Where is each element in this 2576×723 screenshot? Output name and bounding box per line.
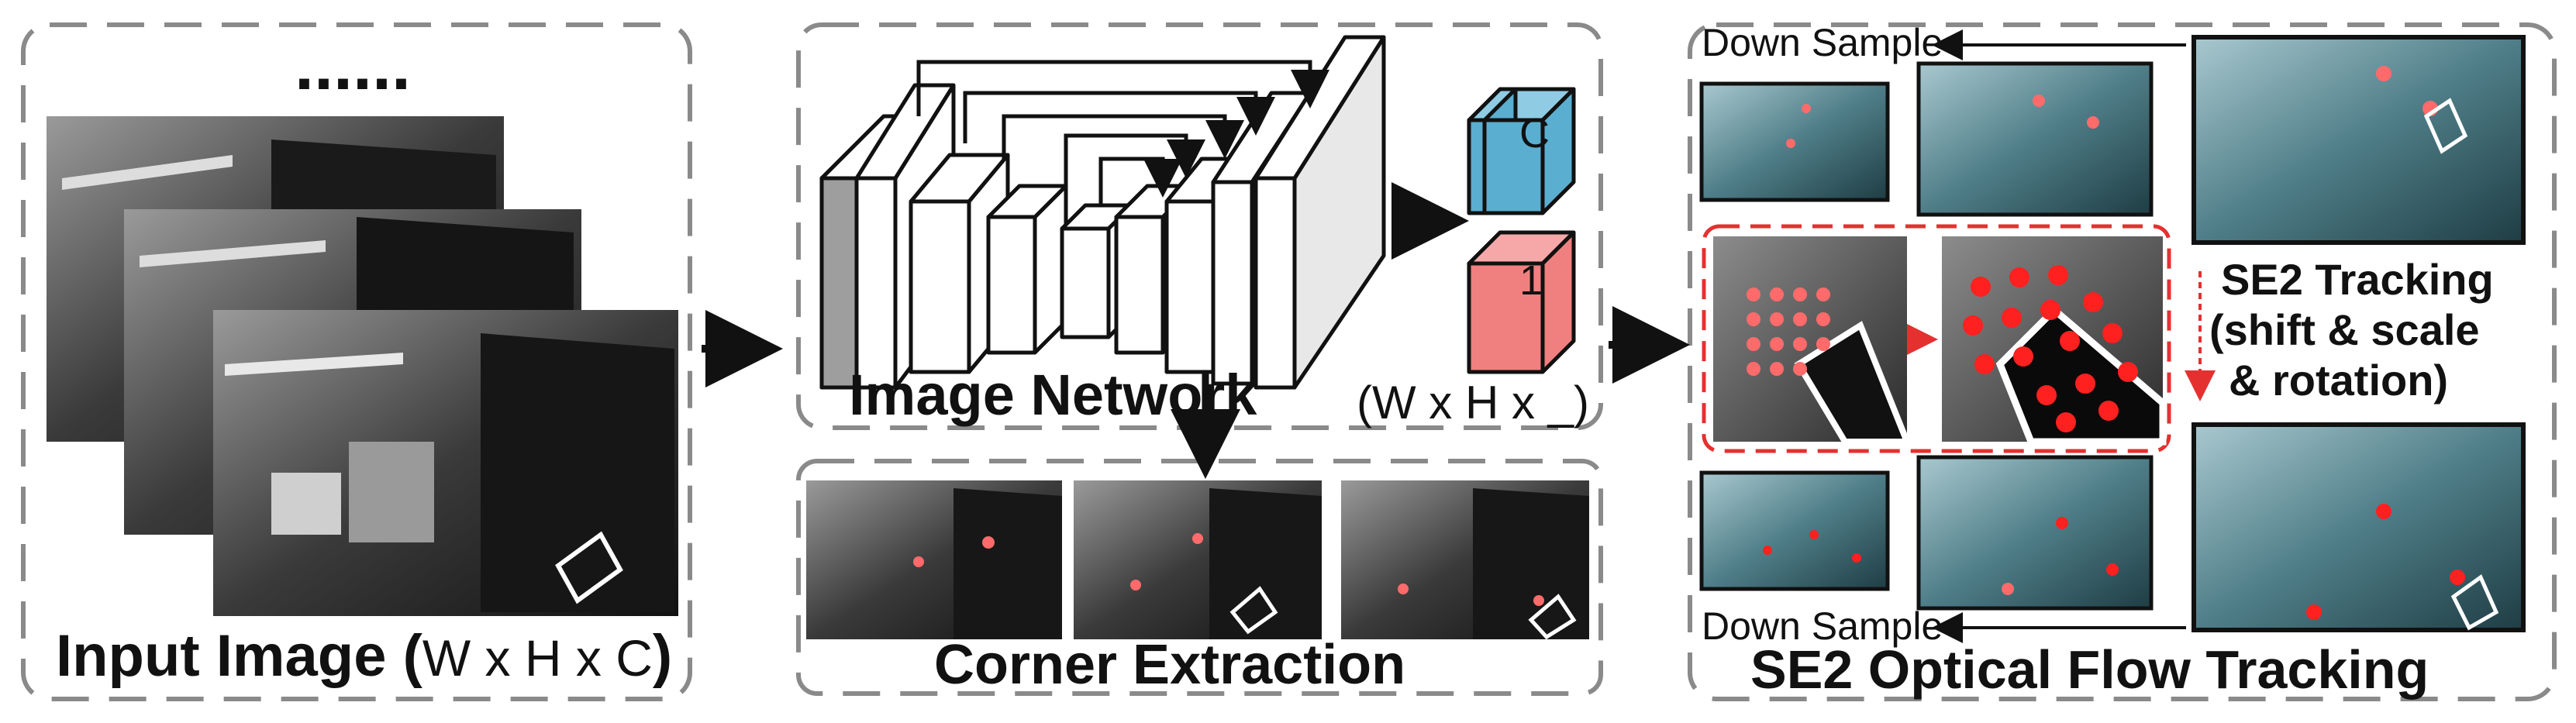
zoom-highlight-box	[1702, 224, 2171, 453]
input-title-main: Input Image (	[56, 623, 423, 689]
tracking-panel-border	[1688, 22, 2557, 701]
input-title: Input Image (W x H x C)	[56, 623, 672, 689]
zoom-dots-before	[1747, 287, 1830, 376]
corner-image-1	[806, 480, 1062, 639]
bottom-image-medium	[1916, 455, 2154, 611]
corner-image-2	[1074, 480, 1322, 639]
se2-tracking-line1: SE2 Tracking	[2221, 255, 2494, 304]
feature-map-1-label: 1	[1519, 257, 1543, 304]
corner-image-3	[1341, 480, 1589, 640]
bottom-downsample-label: Down Sample	[1702, 604, 1943, 648]
corner-title: Corner Extraction	[934, 634, 1405, 696]
corner-panel-border	[796, 459, 1603, 696]
zoom-dots-after	[1963, 265, 2138, 432]
zoom-image-before	[1713, 236, 1912, 445]
input-image-front	[213, 310, 678, 616]
top-image-medium	[1916, 61, 2154, 217]
network-block-4	[986, 184, 1068, 355]
network-block-9	[1254, 35, 1386, 390]
input-panel-border	[21, 22, 692, 701]
feature-map-c	[1467, 87, 1576, 215]
input-title-dims: W x H x C	[422, 629, 653, 687]
top-image-large	[2191, 35, 2526, 245]
bottom-image-large	[2191, 422, 2526, 632]
network-output-dims: (W x H x _)	[1357, 377, 1589, 429]
top-image-small	[1699, 81, 1890, 202]
network-title: Image Network	[849, 363, 1257, 427]
se2-tracking-line3: & rotation)	[2229, 356, 2448, 405]
feature-map-c-label: C	[1519, 110, 1550, 157]
se2-tracking-line2: (shift & scale	[2209, 305, 2480, 354]
top-downsample-label: Down Sample	[1702, 21, 1943, 64]
network-blocks	[819, 35, 1386, 390]
input-title-close: )	[653, 623, 672, 689]
ellipsis: ......	[295, 27, 411, 105]
tracking-title: SE2 Optical Flow Tracking	[1750, 639, 2429, 700]
skip-connections	[916, 60, 1329, 205]
input-image-stack: ......	[47, 27, 678, 616]
feature-map-1	[1467, 230, 1576, 374]
bottom-image-small	[1699, 470, 1890, 591]
